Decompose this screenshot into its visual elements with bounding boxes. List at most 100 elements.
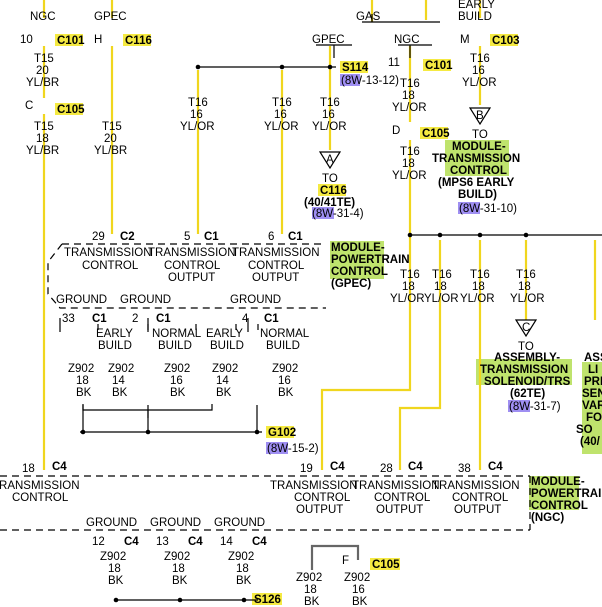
svg-text:TRANSMISSION: TRANSMISSION	[432, 480, 520, 492]
svg-text:C1: C1	[264, 313, 279, 325]
svg-text:CONTROL: CONTROL	[331, 266, 388, 278]
svg-text:Z902: Z902	[272, 363, 298, 375]
svg-text:GROUND: GROUND	[230, 294, 281, 306]
svg-text:C4: C4	[408, 461, 423, 473]
svg-text:C1: C1	[92, 313, 107, 325]
upper-connector-labels: 10 C101 H C116 C C105 M C103 11 C101 S11…	[20, 34, 520, 140]
svg-text:CONTROL: CONTROL	[82, 260, 139, 272]
svg-text:T15: T15	[34, 121, 54, 133]
svg-text:6: 6	[268, 231, 274, 243]
svg-text:BK: BK	[112, 387, 128, 399]
svg-text:GPEC: GPEC	[94, 11, 127, 23]
svg-text:GROUND: GROUND	[86, 517, 137, 529]
svg-text:C2: C2	[120, 231, 135, 243]
svg-text:F: F	[342, 555, 349, 567]
svg-text:(40/: (40/	[580, 436, 601, 448]
svg-text:T15: T15	[34, 53, 54, 65]
svg-text:YL/BR: YL/BR	[26, 77, 59, 89]
svg-text:C105: C105	[372, 559, 400, 571]
upper-wire-specs: T15 20 YL/BR T15 18 YL/BR T15 20 YL/BR T…	[26, 53, 497, 182]
svg-text:C105: C105	[422, 128, 450, 140]
svg-text:18: 18	[108, 563, 121, 575]
svg-text:(8W-13-12): (8W-13-12)	[341, 75, 399, 87]
svg-text:BK: BK	[304, 596, 320, 607]
svg-text:13: 13	[156, 536, 169, 548]
svg-text:28: 28	[380, 463, 393, 475]
svg-text:NGC: NGC	[394, 34, 420, 46]
offpage-reference-a: A TO C116 (40/41TE) (8W-31-4)	[304, 154, 364, 220]
svg-text:Z902: Z902	[164, 551, 190, 563]
svg-text:POWERTRAIN: POWERTRAIN	[531, 488, 602, 500]
svg-text:FO: FO	[586, 412, 602, 424]
svg-text:YL/OR: YL/OR	[264, 121, 299, 133]
svg-text:2: 2	[132, 313, 138, 325]
svg-text:Z902: Z902	[296, 572, 322, 584]
svg-text:Z902: Z902	[68, 363, 94, 375]
svg-text:T16: T16	[516, 269, 536, 281]
svg-text:C103: C103	[492, 35, 520, 47]
svg-text:MODULE-: MODULE-	[331, 242, 385, 254]
svg-text:T16: T16	[400, 269, 420, 281]
svg-text:C1: C1	[204, 231, 219, 243]
svg-text:BK: BK	[216, 387, 232, 399]
svg-text:18: 18	[304, 584, 317, 596]
svg-text:18: 18	[22, 463, 35, 475]
svg-text:ASSE: ASSE	[584, 352, 602, 364]
svg-text:C116: C116	[125, 35, 152, 47]
svg-text:16: 16	[352, 584, 365, 596]
offpage-reference-b: B TO MODULE- TRANSMISSION CONTROL (MPS6 …	[432, 110, 520, 215]
svg-text:OUTPUT: OUTPUT	[376, 504, 423, 516]
svg-text:BK: BK	[352, 596, 368, 607]
svg-text:BK: BK	[278, 387, 294, 399]
svg-text:T16: T16	[400, 146, 420, 158]
svg-text:OUTPUT: OUTPUT	[454, 504, 501, 516]
svg-text:OUTPUT: OUTPUT	[168, 272, 215, 284]
svg-text:OUTPUT: OUTPUT	[296, 504, 343, 516]
svg-text:C4: C4	[488, 461, 503, 473]
svg-text:C: C	[25, 100, 33, 112]
svg-text:19: 19	[300, 463, 313, 475]
svg-text:T16: T16	[272, 97, 292, 109]
svg-text:EARLY: EARLY	[96, 328, 133, 340]
svg-text:VAR: VAR	[582, 400, 602, 412]
svg-text:YL/OR: YL/OR	[392, 170, 427, 182]
svg-text:C4: C4	[252, 536, 267, 548]
svg-text:11: 11	[388, 57, 400, 69]
svg-text:BUILD): BUILD)	[458, 189, 497, 201]
svg-text:16: 16	[278, 375, 291, 387]
svg-text:BK: BK	[108, 575, 124, 587]
svg-text:T16: T16	[470, 53, 490, 65]
svg-text:B: B	[476, 110, 484, 122]
svg-text:TRANSMISSION: TRANSMISSION	[148, 247, 236, 259]
svg-text:C101: C101	[425, 60, 453, 72]
svg-text:12: 12	[92, 536, 105, 548]
svg-text:(8W-31-10): (8W-31-10)	[459, 203, 517, 215]
offpage-reference-edge: ASSE LI PRE SEN VAR FO SO (40/	[576, 352, 602, 448]
ground-section-lower: GROUND GROUND GROUND 12 C4 13 C4 14 C4 Z…	[86, 517, 400, 607]
module-ngc-connectors: 18 C4 19 C4 28 C4 38 C4 TRANSMISSION CON…	[0, 461, 602, 524]
svg-text:T16: T16	[188, 97, 208, 109]
svg-text:18: 18	[402, 158, 415, 170]
svg-text:29: 29	[92, 231, 105, 243]
svg-text:BUILD: BUILD	[266, 340, 300, 352]
triangle-markers	[318, 107, 538, 338]
svg-text:33: 33	[62, 313, 75, 325]
svg-text:BK: BK	[236, 575, 252, 587]
svg-text:TRANSMISSION: TRANSMISSION	[480, 364, 568, 376]
svg-text:G102: G102	[268, 427, 296, 439]
svg-text:TRANSMISSION: TRANSMISSION	[64, 247, 152, 259]
svg-text:(GPEC): (GPEC)	[331, 278, 371, 290]
svg-text:C116: C116	[320, 185, 347, 197]
svg-text:C1: C1	[156, 313, 171, 325]
svg-text:18: 18	[402, 90, 415, 102]
svg-text:T16: T16	[320, 97, 340, 109]
svg-text:18: 18	[472, 281, 485, 293]
svg-text:EARLY: EARLY	[458, 0, 495, 11]
svg-text:16: 16	[190, 109, 203, 121]
svg-text:T16: T16	[432, 269, 452, 281]
svg-text:GROUND: GROUND	[56, 294, 107, 306]
svg-text:OUTPUT: OUTPUT	[252, 272, 299, 284]
svg-text:C4: C4	[330, 461, 345, 473]
svg-text:16: 16	[322, 109, 335, 121]
svg-text:CONTROL: CONTROL	[294, 492, 351, 504]
